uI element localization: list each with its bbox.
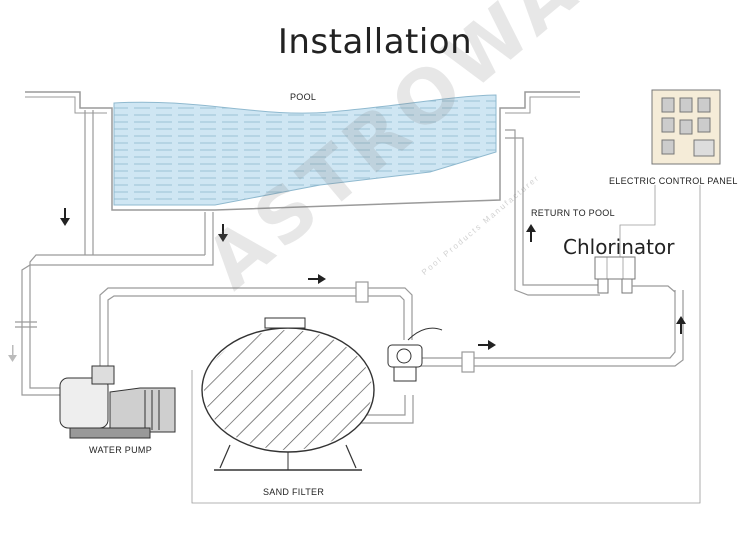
sand-filter-label: SAND FILTER [263,487,325,497]
water-pump-label: WATER PUMP [89,445,152,455]
pool-basin [25,91,580,211]
chlorinator-unit [594,256,676,294]
control-wiring [191,185,701,504]
sand-filter-tank [201,317,375,471]
arrow-right-icon [308,274,326,284]
filter-to-chlorinator-pipe [222,290,684,424]
arrow-right-icon [478,340,496,350]
arrow-down-outline-icon [8,345,17,362]
electric-control-panel-label: ELECTRIC CONTROL PANEL [609,176,738,186]
arrow-down-icon [218,224,228,242]
return-to-pool-label: RETURN TO POOL [531,208,615,218]
arrow-up-icon [676,316,686,334]
skimmer-pipe [15,110,214,396]
pool-label: POOL [290,92,317,102]
return-to-pool-pipe [505,129,600,296]
page-title: Installation [277,22,473,62]
water-pump [59,365,176,439]
arrow-up-icon [526,224,536,242]
arrow-down-icon [60,208,70,226]
electric-control-panel-box [651,89,721,165]
chlorinator-label: Chlorinator [563,235,675,259]
flow-arrows [8,208,686,362]
pump-to-filter-pipe [99,281,413,375]
multiport-valve [387,327,443,382]
